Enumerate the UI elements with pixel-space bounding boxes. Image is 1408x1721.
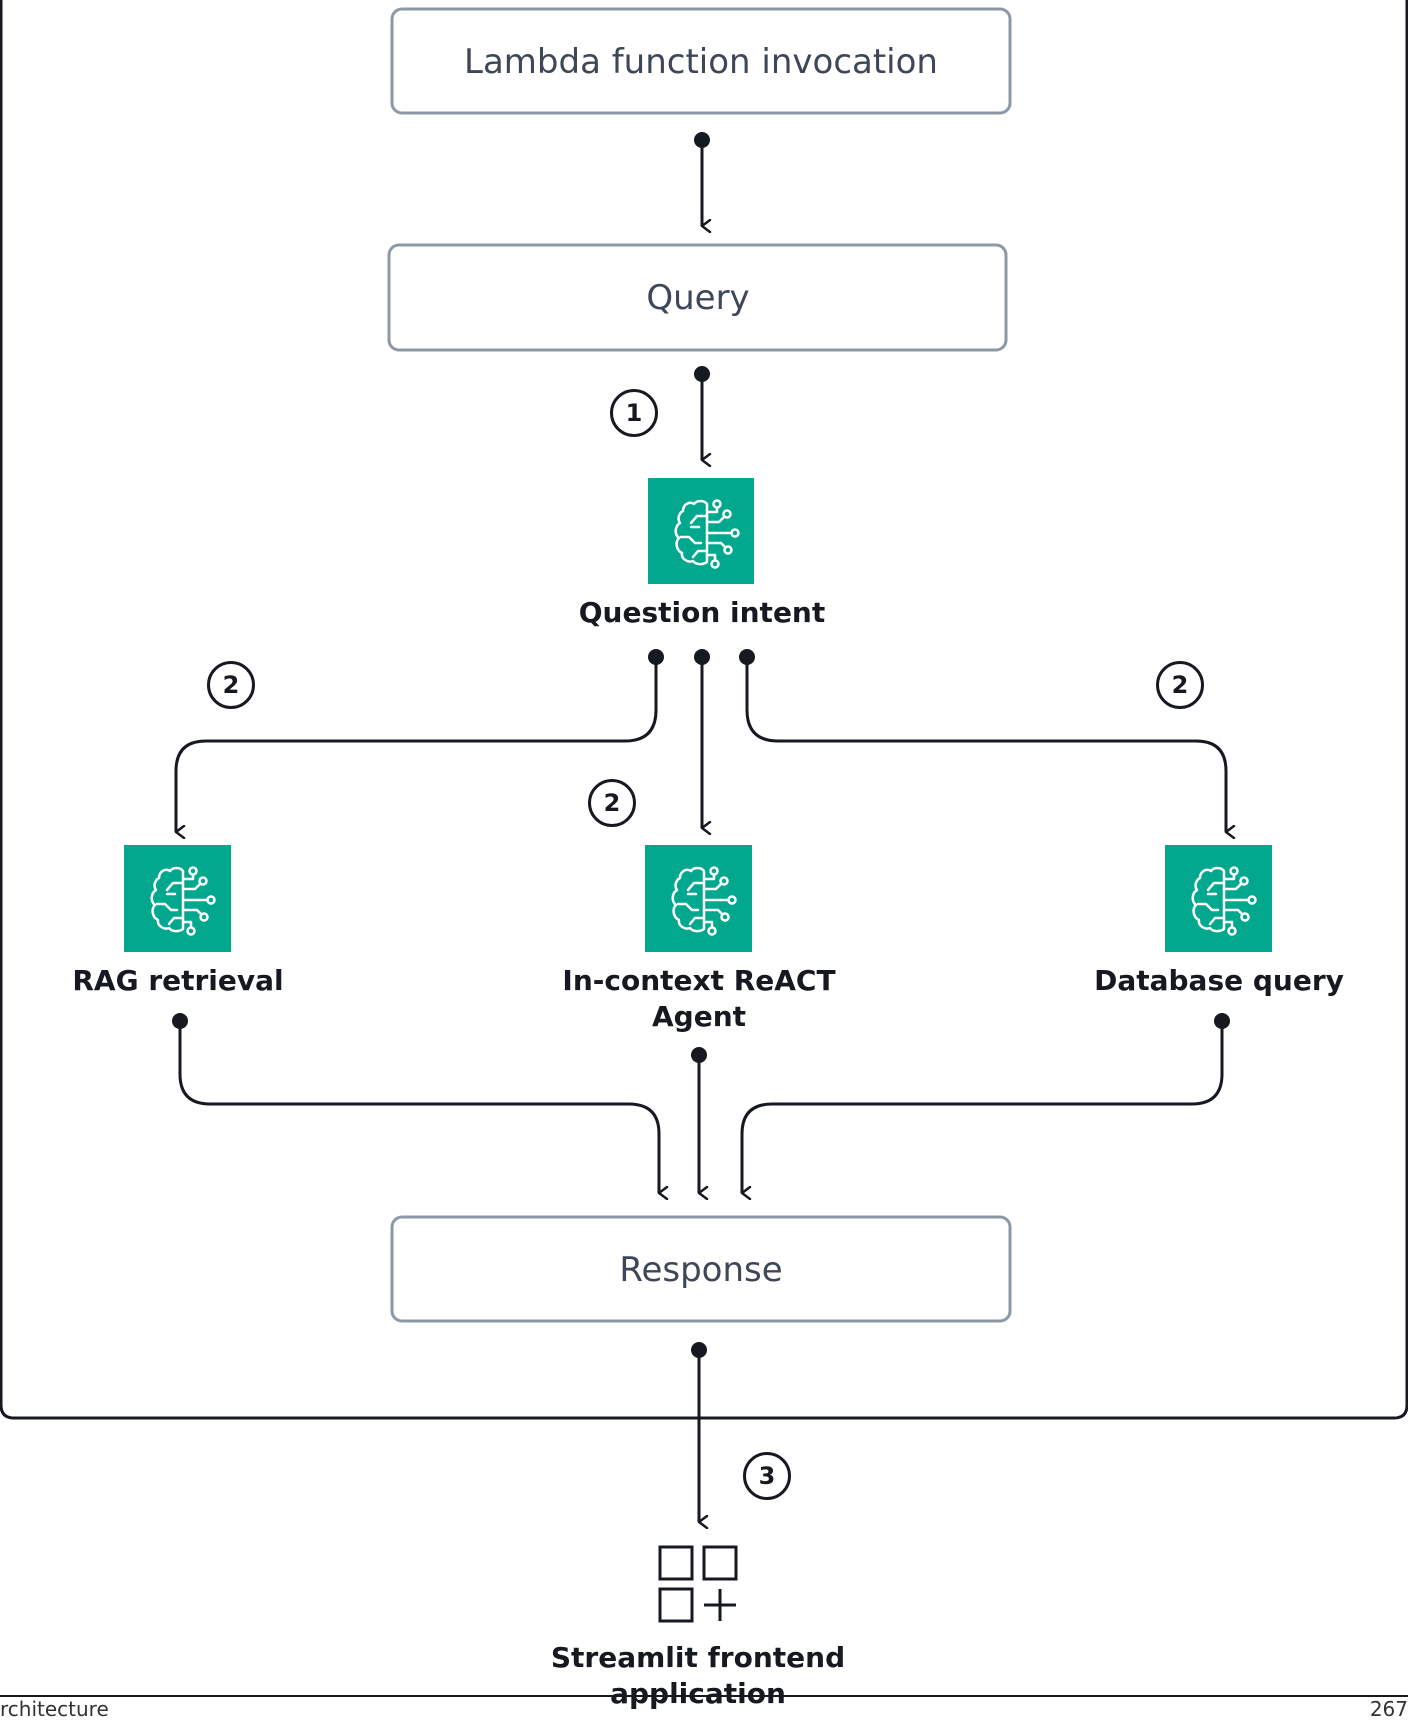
react-agent-label-line2: Agent xyxy=(651,1000,747,1033)
connector-intent-to-database xyxy=(739,649,1226,832)
database-query-label: Database query xyxy=(1094,964,1344,997)
query-box xyxy=(387,243,1008,352)
response-label: Response xyxy=(619,1250,783,1290)
connector-lambda-to-query xyxy=(694,132,710,226)
question-intent-label: Question intent xyxy=(578,596,826,629)
react-agent-brain-icon xyxy=(645,845,752,952)
lambda-invocation-label: Lambda function invocation xyxy=(464,42,938,82)
streamlit-label-line1: Streamlit frontend xyxy=(550,1641,846,1674)
lambda-invocation-box xyxy=(390,7,1012,115)
response-box xyxy=(390,1215,1012,1323)
footer-section-label: rchitecture xyxy=(0,1697,109,1721)
step-badge-1: 1 xyxy=(610,389,658,437)
connector-rag-to-response xyxy=(172,1013,659,1193)
connector-react-to-response xyxy=(691,1047,707,1193)
connector-intent-to-rag xyxy=(174,649,664,832)
connector-response-to-frontend xyxy=(691,1342,707,1522)
rag-retrieval-label: RAG retrieval xyxy=(72,964,284,997)
step-badge-3: 3 xyxy=(743,1452,791,1500)
step-badge-2-left: 2 xyxy=(207,661,255,709)
step-badge-2-right: 2 xyxy=(1156,661,1204,709)
rag-retrieval-brain-icon xyxy=(124,845,231,952)
connector-intent-to-react xyxy=(694,649,710,828)
connector-query-to-intent xyxy=(694,366,710,460)
container-frame xyxy=(0,0,1408,1420)
apps-grid-icon xyxy=(658,1545,738,1623)
connector-database-to-response xyxy=(740,1013,1230,1193)
step-badge-2-center: 2 xyxy=(588,779,636,827)
query-label: Query xyxy=(646,278,750,318)
footer-page-number: 267 xyxy=(1369,1697,1408,1721)
question-intent-brain-icon xyxy=(648,478,754,584)
react-agent-label-line1: In-context ReACT xyxy=(562,964,836,997)
streamlit-label-line2: application xyxy=(610,1677,786,1710)
database-query-brain-icon xyxy=(1165,845,1272,952)
